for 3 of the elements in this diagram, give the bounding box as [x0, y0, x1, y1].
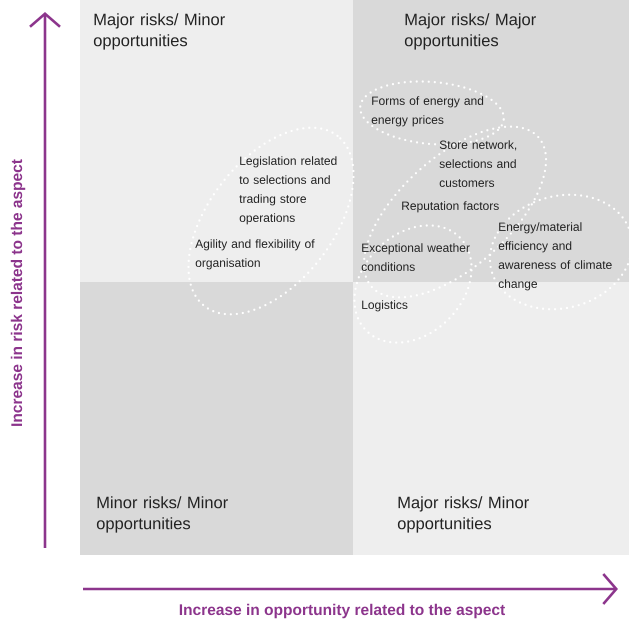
axis-label: Increase in opportunity related to the aspect — [180, 604, 505, 618]
axis-label: Increase in risk related to the aspect — [10, 159, 26, 426]
quadrant: Minor risks/ Minor opportunities — [80, 282, 353, 555]
